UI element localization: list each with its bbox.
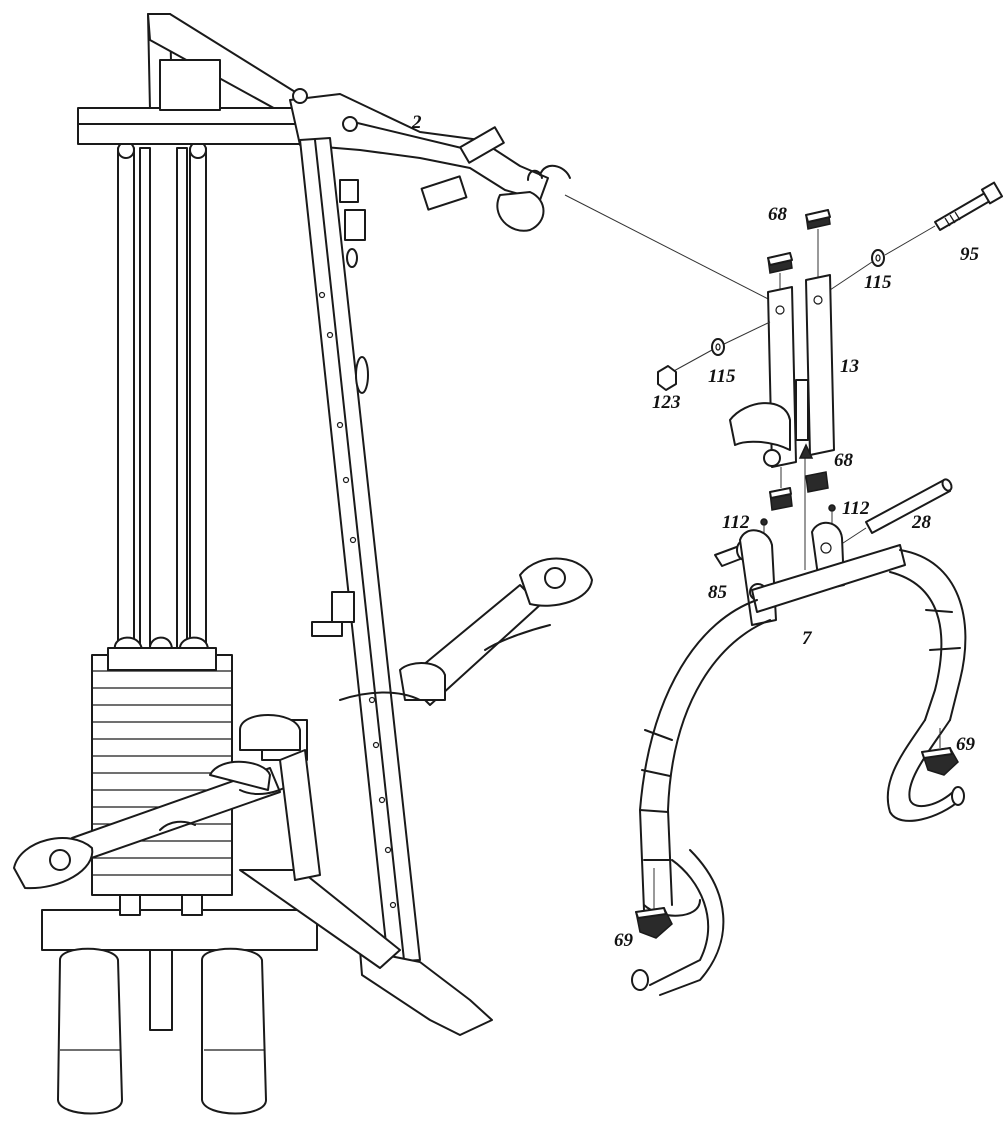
axle-28 [839, 478, 953, 546]
label-part-112-left: 112 [722, 512, 750, 533]
washer-115-left [671, 321, 771, 373]
press-arm-upper [339, 557, 593, 706]
label-part-13: 13 [840, 356, 859, 377]
press-arm-lower [13, 714, 321, 890]
weight-stack [91, 636, 233, 896]
foot-cap-69-right [921, 747, 959, 776]
nut-123 [657, 365, 677, 391]
column-pop-pin [311, 591, 355, 637]
label-part-28: 28 [911, 512, 932, 533]
label-part-69-left: 69 [614, 930, 634, 951]
label-part-115-left: 115 [708, 366, 736, 387]
upright-13 [729, 274, 835, 468]
label-part-112-right: 112 [842, 498, 870, 519]
label-part-115-right: 115 [864, 272, 892, 293]
label-part-95: 95 [960, 244, 980, 265]
label-part-68-top: 68 [768, 204, 788, 225]
label-part-7: 7 [802, 628, 813, 649]
foot-cap-69-left [635, 907, 673, 939]
label-part-68-bottom: 68 [834, 450, 854, 471]
guide-rods [117, 141, 207, 649]
label-part-2: 2 [411, 112, 422, 133]
gym-machine [13, 13, 593, 1115]
machine-base [41, 869, 493, 1115]
label-part-123: 123 [652, 392, 681, 413]
part-labels: 2 68 95 115 13 115 123 68 112 112 28 85 … [411, 112, 980, 951]
base-frame-7 [631, 522, 967, 996]
top-arm-part-2 [289, 88, 571, 232]
end-caps-68-top [767, 209, 831, 292]
washer-115-right [829, 249, 885, 291]
top-beam [77, 13, 331, 145]
bolt-95 [884, 181, 1004, 256]
end-caps-68-bottom [769, 443, 829, 570]
label-part-69-right: 69 [956, 734, 976, 755]
label-part-85: 85 [708, 582, 728, 603]
front-upright [299, 137, 421, 963]
exploded-parts [564, 181, 1004, 996]
